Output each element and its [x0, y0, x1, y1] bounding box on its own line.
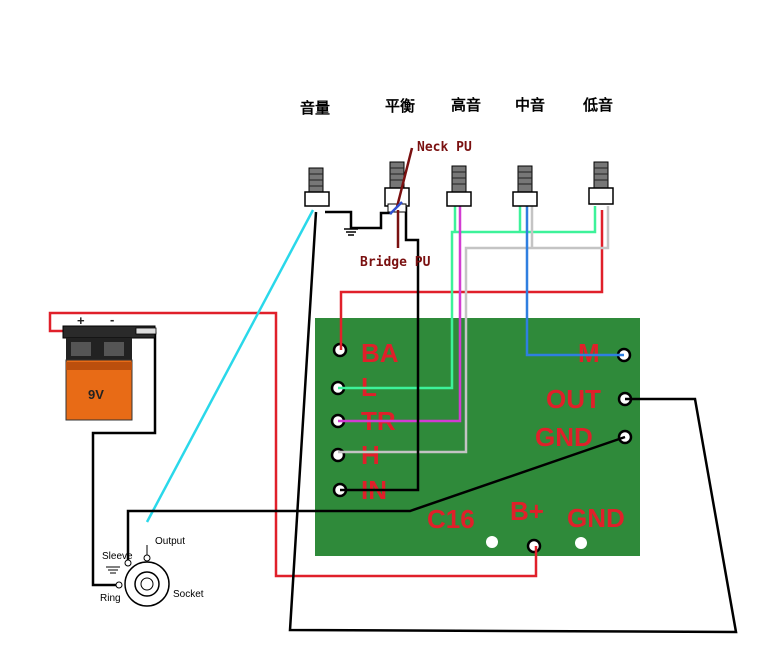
wire-neck-pu [395, 147, 414, 208]
battery-label: 9V [88, 387, 104, 402]
knob-label-treble: 高音 [451, 96, 481, 114]
wire-blue [525, 206, 624, 357]
knob-label-volume: 音量 [300, 99, 330, 117]
knob-label-balance: 平衡 [385, 97, 415, 115]
knob-label-mid: 中音 [515, 96, 545, 114]
pot-mid [512, 165, 538, 207]
label-sleeve: Sleeve [102, 551, 133, 562]
wire-cyan [145, 209, 315, 523]
socket-lug-sleeve [124, 559, 132, 567]
wire-green [338, 206, 597, 390]
wire-gray [338, 206, 610, 454]
label-m: M [578, 338, 600, 368]
socket-lug-ring [115, 581, 123, 589]
battery-9v: 9V + - [62, 312, 157, 421]
preamp-board [315, 318, 640, 556]
label-gnd-bottom: GND [567, 503, 625, 533]
wire-red-power [48, 311, 538, 578]
pot-bass [588, 161, 614, 205]
label-bplus: B+ [510, 496, 544, 526]
label-output: Output [155, 536, 185, 547]
pot-volume [304, 167, 330, 207]
socket-lug-output [143, 554, 151, 562]
wire-balance-blue [389, 201, 403, 215]
wire-black-gnd [126, 435, 626, 562]
label-gnd-right: GND [535, 422, 593, 452]
label-out: OUT [546, 384, 601, 414]
wire-red-ba [339, 210, 604, 350]
output-socket [115, 545, 170, 607]
label-c16: C16 [427, 504, 475, 534]
label-ba: BA [361, 338, 399, 368]
pot-treble [446, 165, 472, 207]
wire-black-loop [288, 211, 738, 634]
pad-c16 [486, 536, 498, 548]
pad-gnd-bottom [575, 537, 587, 549]
knob-label-bass: 低音 [582, 96, 613, 114]
label-bridge-pu: Bridge PU [360, 255, 431, 270]
pad-bplus [526, 538, 542, 554]
potentiometers [304, 161, 614, 213]
label-ring: Ring [100, 593, 121, 604]
label-h: H [361, 440, 380, 470]
wire-black-in [340, 207, 420, 492]
wire-magenta [338, 206, 462, 423]
label-socket: Socket [173, 589, 204, 600]
ground-symbol-pots [344, 228, 358, 236]
label-neck-pu: Neck PU [417, 140, 472, 155]
battery-minus: - [110, 312, 114, 327]
wire-black-ground-pots [325, 210, 392, 230]
ground-symbol-socket [106, 566, 120, 574]
battery-plus: + [77, 313, 85, 328]
